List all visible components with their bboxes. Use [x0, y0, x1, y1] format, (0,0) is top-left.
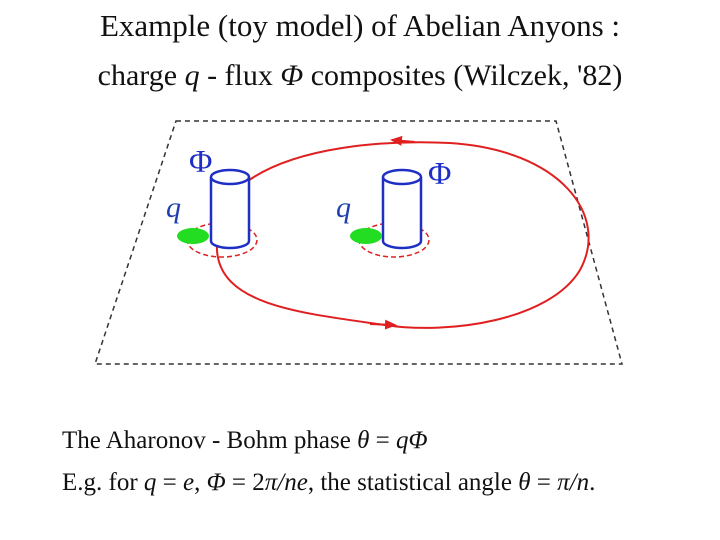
eg-eq2: = 2	[225, 469, 265, 496]
orbit-arrow-top	[390, 135, 416, 146]
title-flux-symbol: Φ	[280, 59, 304, 92]
ab-theta: θ	[357, 427, 370, 454]
eg-q: q	[143, 469, 157, 496]
eg-phi: Φ	[206, 469, 226, 496]
eg-eq3: =	[530, 469, 558, 496]
right-flux-tube	[381, 168, 423, 250]
eg-e: e	[183, 469, 195, 496]
right-charge-label: q	[336, 191, 351, 224]
eg-mid: , the statistical angle	[307, 469, 519, 496]
eg-end: .	[589, 469, 596, 496]
title-charge-text: charge	[97, 59, 185, 92]
eg-comma: ,	[194, 469, 207, 496]
ab-equals: =	[369, 427, 396, 454]
statistical-angle-line: E.g. for q = e, Φ = 2π/ne, the statistic…	[62, 468, 595, 498]
eg-text: E.g. for	[62, 469, 144, 496]
left-charge-label: q	[166, 191, 181, 224]
aharonov-bohm-line: The Aharonov - Bohm phase θ = qΦ	[62, 426, 428, 456]
eg-pi-n: π/n	[557, 469, 590, 496]
right-charge	[350, 228, 382, 244]
ab-qphi: qΦ	[395, 427, 428, 454]
left-flux-tube	[209, 168, 251, 250]
left-flux-label: Φ	[189, 143, 213, 179]
plane-outline	[93, 120, 623, 365]
ab-text: The Aharonov - Bohm phase	[62, 427, 358, 454]
title-charge-symbol: q	[184, 59, 200, 92]
left-charge	[177, 228, 209, 244]
title-flux-text: - flux	[199, 59, 281, 92]
title-line-1: Example (toy model) of Abelian Anyons :	[99, 8, 621, 43]
right-flux-label: Φ	[428, 155, 452, 191]
orbit-arrow-bottom	[369, 319, 397, 330]
eg-pi-ne: π/ne	[264, 469, 308, 496]
title-composites-text: composites (Wilczek, '82)	[303, 59, 623, 92]
title-line-2: charge q - flux Φ composites (Wilczek, '…	[0, 58, 720, 94]
orbit-path	[215, 141, 590, 329]
eg-theta: θ	[518, 469, 531, 496]
eg-eq1: =	[156, 469, 184, 496]
